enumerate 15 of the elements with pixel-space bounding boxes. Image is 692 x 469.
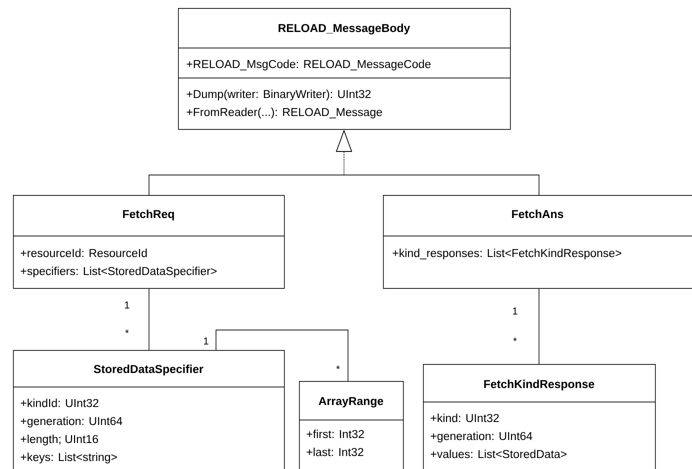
connector [148,288,150,350]
class-box: StoredDataSpecifier +kindId: UInt32 +generation: UInt64 +length; UInt16 +keys: List<string> [12,350,285,469]
multiplicity-label: 1 [513,308,518,314]
connector [216,330,348,382]
multiplicity-label: * [513,338,517,342]
multiplicity-label: * [336,366,340,370]
connector [538,288,540,364]
class-box: FetchReq +resourceId: ResourceId +specifiers: List<StoredDataSpecifier> [12,195,285,289]
multiplicity-label: * [125,330,129,334]
multiplicity-label: 1 [204,338,208,344]
class-box: FetchKindResponse +kind: UInt32 +generation: UInt64 +values: List<StoredData> [422,364,656,469]
multiplicity-label: 1 [125,302,130,308]
class-box: FetchAns +kind_responses: List<FetchKindResponse> [382,195,692,289]
class-box: RELOAD_MessageBody +RELOAD_MsgCode: RELOAD_MessageCode +Dump(writer: BinaryWriter): UInt32 +FromReader(...): RELOAD_Message [178,8,511,130]
class-box: ArrayRange +first: Int32 +last: Int32 [298,381,404,469]
